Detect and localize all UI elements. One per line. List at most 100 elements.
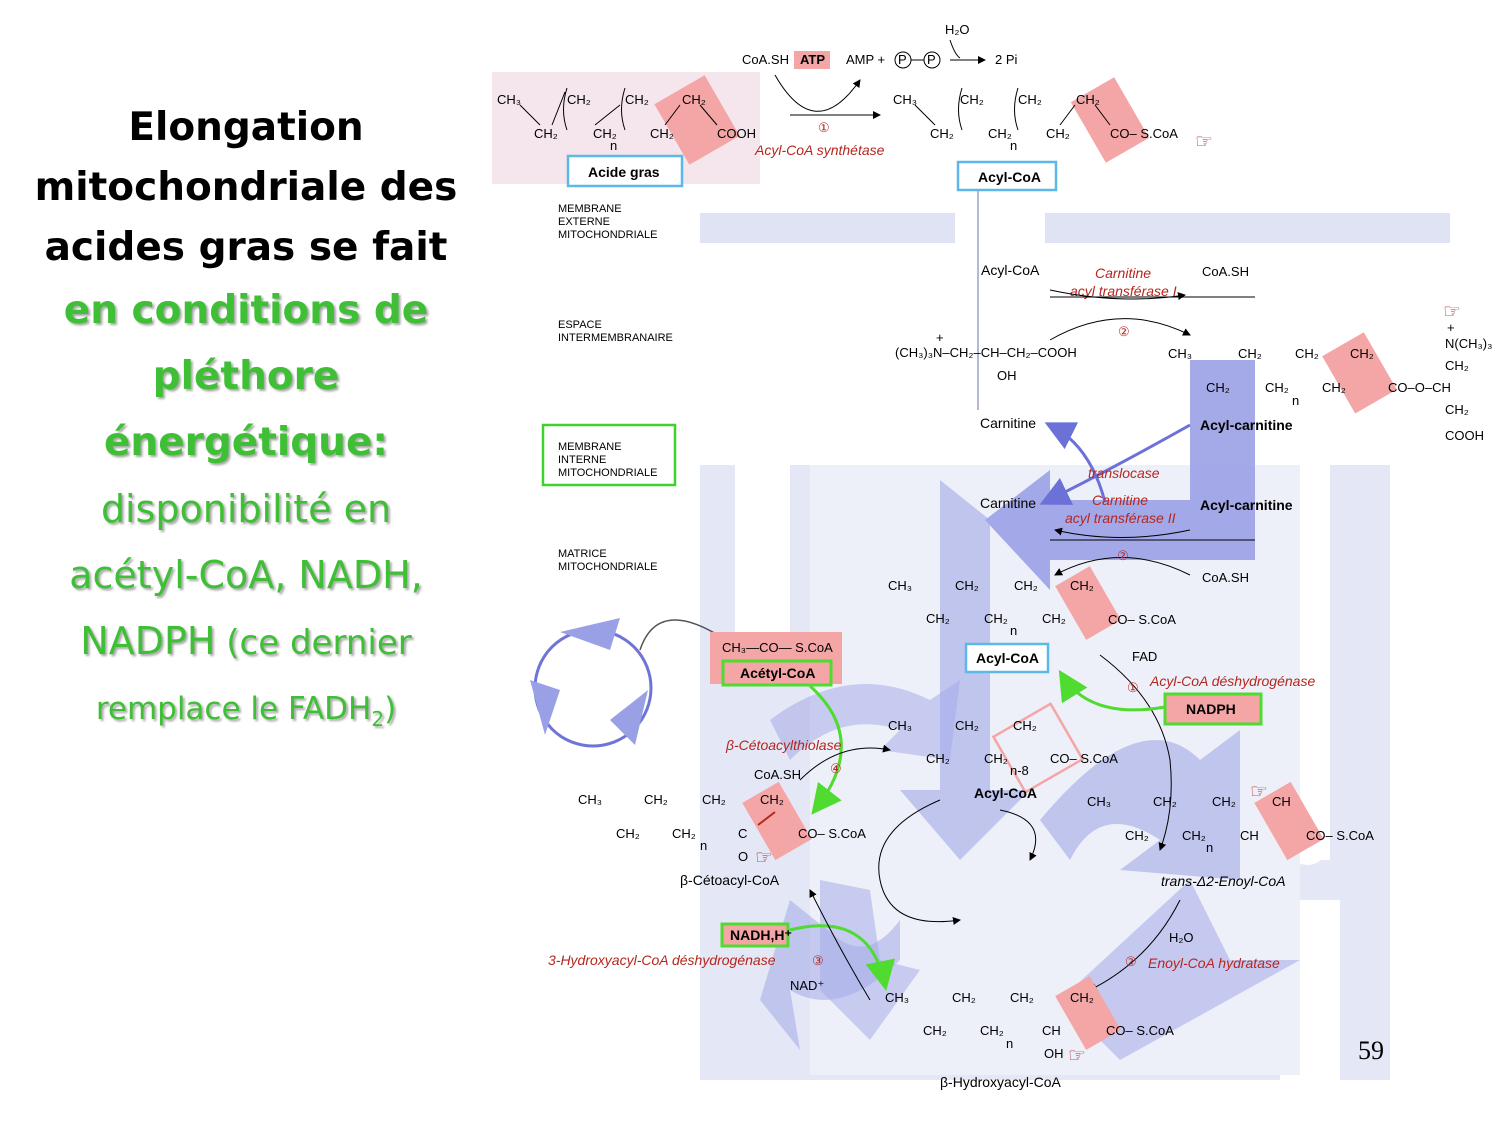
svg-text:MITOCHONDRIALE: MITOCHONDRIALE <box>558 561 657 573</box>
svg-text:CH₂: CH₂ <box>960 92 984 107</box>
svg-text:Acyl-CoA: Acyl-CoA <box>974 785 1037 801</box>
svg-text:NAD⁺: NAD⁺ <box>790 978 824 993</box>
svg-text:n: n <box>1292 393 1299 408</box>
svg-text:MEMBRANE: MEMBRANE <box>558 441 622 453</box>
svg-text:CH₂: CH₂ <box>980 1023 1004 1038</box>
svg-text:CH: CH <box>1240 828 1259 843</box>
svg-text:CH₂: CH₂ <box>984 751 1008 766</box>
svg-text:CH₂: CH₂ <box>926 751 950 766</box>
svg-text:trans-Δ2-Enoyl-CoA: trans-Δ2-Enoyl-CoA <box>1161 873 1286 889</box>
page-number: 59 <box>1358 1036 1384 1065</box>
svg-text:CO– S.CoA: CO– S.CoA <box>1110 126 1178 141</box>
svg-text:Carnitine: Carnitine <box>1092 492 1148 508</box>
outer-membrane <box>700 213 1450 243</box>
svg-text:CH₂: CH₂ <box>1445 358 1469 373</box>
svg-text:CH₃: CH₃ <box>1168 346 1192 361</box>
detail-sub: 2 <box>371 707 385 732</box>
svg-text:☞: ☞ <box>1250 781 1268 803</box>
svg-text:CH₂: CH₂ <box>1350 346 1374 361</box>
dehydrogenase-step: FAD ① Acyl-CoA déshydrogénase NADPH <box>1058 649 1315 851</box>
acyl-coa-matrix-structure: CH₃ CH₂ CH₂ CH₂ CH₂ CH₂ CH₂ CO– S.CoA n … <box>888 566 1176 674</box>
detail-line-1: disponibilité en <box>100 487 392 531</box>
svg-text:CH₂: CH₂ <box>1013 718 1037 733</box>
svg-text:CH₃: CH₃ <box>497 92 521 107</box>
svg-text:2 Pi: 2 Pi <box>995 52 1018 67</box>
svg-text:①: ① <box>1127 680 1139 695</box>
svg-text:ESPACE: ESPACE <box>558 319 602 331</box>
svg-text:CH₂: CH₂ <box>1042 611 1066 626</box>
svg-text:Carnitine: Carnitine <box>980 415 1036 431</box>
detail-line-2: acétyl-CoA, NADH, <box>69 553 423 597</box>
svg-text:OH: OH <box>997 368 1017 383</box>
svg-text:CH₂: CH₂ <box>760 792 784 807</box>
detail-paren: (ce dernier <box>215 623 412 663</box>
svg-text:CH₂: CH₂ <box>1295 346 1319 361</box>
svg-text:CH₂: CH₂ <box>616 826 640 841</box>
acyl-coa-top-structure: CH₃ CH₂ CH₂ CH₂ CH₂ CH₂ CH₂ CO– S.CoA n … <box>893 77 1213 410</box>
enoyl-coa-structure: CH₃ CH₂ CH₂ CH₂ CH₂ CH CH CO– S.CoA n ☞ … <box>1087 781 1374 889</box>
beta-hydroxyacyl-structure: CH₃ CH₂ CH₂ CH₂ CH₂ CH OH CH₂ CO– S.CoA … <box>885 976 1174 1090</box>
svg-text:Acyl-CoA: Acyl-CoA <box>978 169 1041 185</box>
svg-text:☞: ☞ <box>755 847 773 869</box>
svg-text:n: n <box>1206 840 1213 855</box>
svg-text:H₂O: H₂O <box>945 22 970 37</box>
svg-text:CH₂: CH₂ <box>1153 794 1177 809</box>
svg-text:②: ② <box>1118 324 1130 339</box>
svg-text:CH₂: CH₂ <box>702 792 726 807</box>
svg-text:+: + <box>1447 320 1455 335</box>
hydratase-step: H₂O ② Enoyl-CoA hydratase <box>1089 899 1280 991</box>
detail-line-4: remplace le FADH2) <box>0 676 492 752</box>
svg-text:CH₂: CH₂ <box>567 92 591 107</box>
svg-text:②: ② <box>1117 548 1129 563</box>
title-line-3: acides gras se fait <box>44 225 448 270</box>
svg-text:☞: ☞ <box>1195 131 1213 153</box>
svg-text:Acyl-CoA: Acyl-CoA <box>976 650 1039 666</box>
svg-text:MITOCHONDRIALE: MITOCHONDRIALE <box>558 467 657 479</box>
fatty-acid-pathway-diagram: MEMBRANE EXTERNE MITOCHONDRIALE ESPACE I… <box>492 22 1492 1090</box>
detail-nadph: NADPH <box>80 619 216 663</box>
svg-text:+: + <box>936 330 944 345</box>
svg-text:β-Cétoacylthiolase: β-Cétoacylthiolase <box>725 737 842 753</box>
svg-text:FAD: FAD <box>1132 649 1157 664</box>
emphasis-line-1: en conditions de <box>63 288 429 333</box>
svg-text:CO– S.CoA: CO– S.CoA <box>1050 751 1118 766</box>
svg-text:①: ① <box>818 120 830 135</box>
svg-text:CH₂: CH₂ <box>1238 346 1262 361</box>
svg-text:CH₂: CH₂ <box>1125 828 1149 843</box>
svg-text:CH₂: CH₂ <box>644 792 668 807</box>
svg-text:Carnitine: Carnitine <box>1095 265 1151 281</box>
svg-text:CH₃: CH₃ <box>893 92 917 107</box>
svg-text:CH₂: CH₂ <box>952 990 976 1005</box>
svg-text:MITOCHONDRIALE: MITOCHONDRIALE <box>558 229 657 241</box>
svg-text:β-Hydroxyacyl-CoA: β-Hydroxyacyl-CoA <box>940 1074 1062 1090</box>
svg-text:☞: ☞ <box>1068 1045 1086 1067</box>
svg-text:O: O <box>738 849 748 864</box>
svg-text:OH: OH <box>1044 1046 1064 1061</box>
svg-text:CH₃: CH₃ <box>888 718 912 733</box>
acetyl-coa-block: CH₃—CO— S.CoA Acétyl-CoA <box>710 632 843 815</box>
svg-text:CH₂: CH₂ <box>672 826 696 841</box>
svg-text:NADH,H⁺: NADH,H⁺ <box>730 927 792 943</box>
svg-text:CH: CH <box>1272 794 1291 809</box>
svg-text:acyl transférase II: acyl transférase II <box>1065 510 1176 526</box>
svg-text:CH₂: CH₂ <box>1010 990 1034 1005</box>
svg-text:CH₂: CH₂ <box>1182 828 1206 843</box>
svg-text:Acyl-carnitine: Acyl-carnitine <box>1200 497 1293 513</box>
svg-text:CH₂: CH₂ <box>955 718 979 733</box>
svg-text:N(CH₃)₃: N(CH₃)₃ <box>1445 336 1492 351</box>
svg-text:CH₂: CH₂ <box>1076 92 1100 107</box>
thiolase-step: β-Cétoacylthiolase ④ CoA.SH <box>725 737 891 782</box>
emphasis-line-3: énergétique: <box>103 420 388 465</box>
svg-text:CH₂: CH₂ <box>682 92 706 107</box>
svg-text:CH₂: CH₂ <box>1212 794 1236 809</box>
svg-text:3-Hydroxyacyl-CoA déshydrogéna: 3-Hydroxyacyl-CoA déshydrogénase <box>548 952 776 968</box>
detail-last: remplace le FADH <box>95 691 372 727</box>
svg-text:MATRICE: MATRICE <box>558 548 607 560</box>
carnitine-shuttle: Acyl-CoA Carnitine acyl transférase I Co… <box>895 262 1492 585</box>
svg-text:acyl transférase I: acyl transférase I <box>1070 283 1177 299</box>
svg-text:CH₂: CH₂ <box>534 126 558 141</box>
svg-text:EXTERNE: EXTERNE <box>558 216 610 228</box>
svg-text:CH₂: CH₂ <box>984 611 1008 626</box>
svg-text:CO– S.CoA: CO– S.CoA <box>1306 828 1374 843</box>
svg-text:☞: ☞ <box>1443 301 1461 323</box>
